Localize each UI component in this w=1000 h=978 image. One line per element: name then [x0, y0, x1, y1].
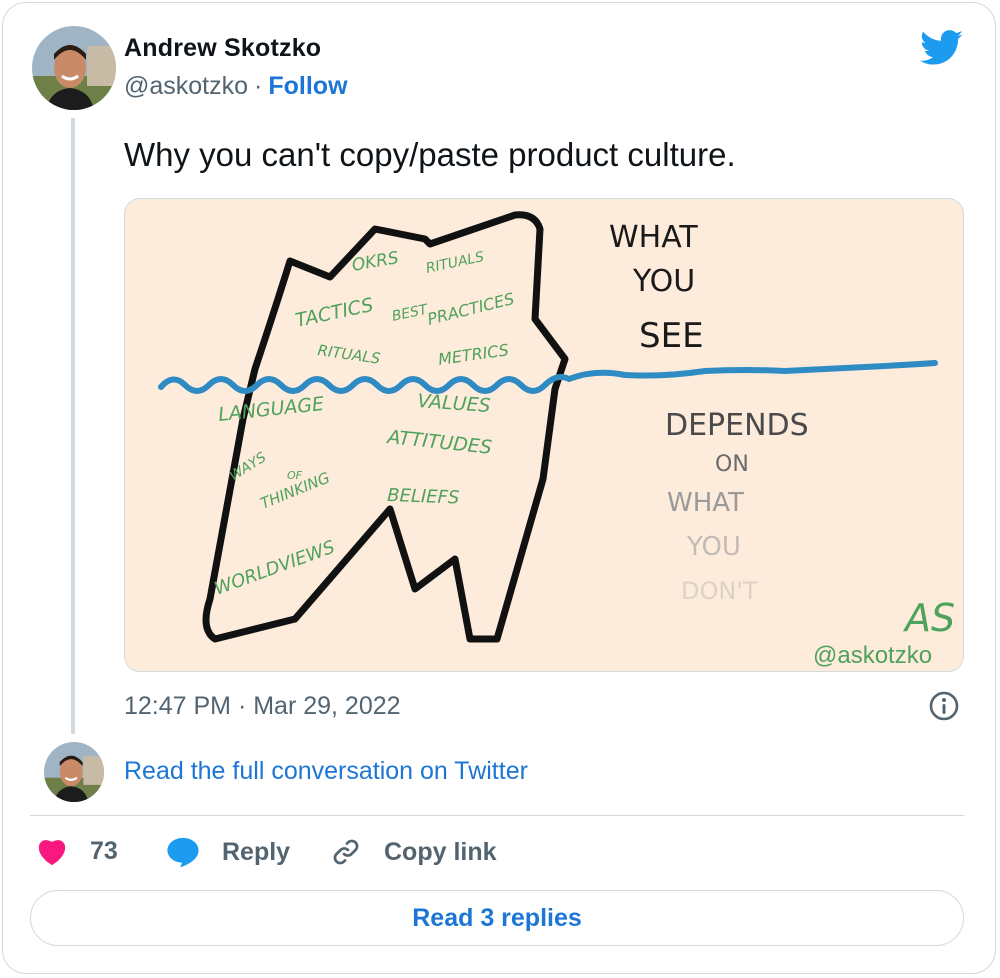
label-of: OF	[287, 469, 303, 482]
tweet-timestamp[interactable]: 12:47 PM · Mar 29, 2022	[124, 692, 401, 720]
author-name[interactable]: Andrew Skotzko	[124, 34, 322, 62]
label-beliefs: BELIEFS	[387, 485, 460, 509]
image-watermark: @askotzko	[813, 642, 932, 669]
label-what-faded: WHAT	[667, 488, 744, 518]
copy-link-label: Copy link	[384, 837, 497, 866]
iceberg-outline	[202, 211, 569, 643]
link-icon	[333, 839, 359, 865]
label-you: YOU	[632, 264, 695, 299]
label-what: WHAT	[609, 220, 698, 255]
read-replies-label: Read 3 replies	[412, 903, 582, 932]
label-on: ON	[715, 452, 749, 477]
separator: ·	[254, 72, 263, 100]
read-replies-button[interactable]: Read 3 replies	[30, 890, 964, 946]
label-depends: DEPENDS	[665, 408, 809, 443]
author-avatar[interactable]	[32, 26, 116, 110]
label-dont-faded: DON'T	[681, 577, 758, 605]
twitter-bird-icon[interactable]	[920, 30, 964, 66]
signature-logo: AS	[902, 596, 955, 640]
label-you-faded: YOU	[686, 532, 741, 562]
reply-label: Reply	[222, 837, 291, 866]
thread-line	[71, 118, 75, 734]
reply-button[interactable]: Reply	[166, 836, 290, 868]
label-see: SEE	[639, 316, 704, 356]
author-handle[interactable]: @askotzko	[124, 72, 249, 100]
water-line	[158, 360, 938, 394]
heart-icon	[38, 840, 66, 866]
tweet-image[interactable]: OKRS RITUALS TACTICS BEST PRACTICES RITU…	[124, 198, 964, 672]
read-conversation-link[interactable]: Read the full conversation on Twitter	[124, 757, 528, 785]
label-values: VALUES	[417, 390, 492, 417]
conversation-avatar[interactable]	[44, 742, 104, 802]
author-handle-row: @askotzko·Follow	[124, 72, 348, 101]
divider	[30, 815, 964, 816]
like-count: 73	[90, 836, 118, 865]
tweet-text: Why you can't copy/paste product culture…	[124, 136, 736, 173]
like-button[interactable]: 73	[36, 836, 118, 866]
reply-bubble-icon	[167, 837, 199, 868]
copy-link-button[interactable]: Copy link	[330, 836, 497, 868]
label-best: BEST	[391, 301, 431, 324]
follow-button[interactable]: Follow	[268, 72, 348, 100]
info-icon[interactable]	[928, 690, 960, 722]
